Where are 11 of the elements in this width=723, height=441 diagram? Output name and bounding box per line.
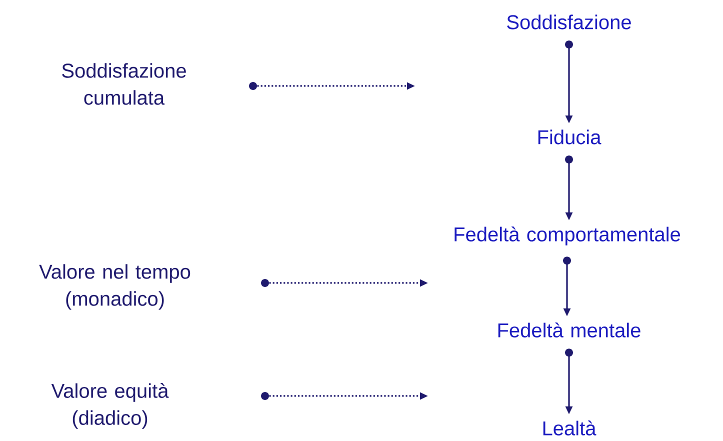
factor-label: Valore equità (diadico) [51, 383, 169, 429]
dot [261, 278, 269, 287]
dot [261, 392, 269, 400]
stage-label: Fiducia [538, 130, 602, 144]
stage-label: Soddisfazione [507, 14, 631, 30]
factor-label: Valore nel tempo (monadico) [39, 264, 190, 310]
dot [249, 82, 257, 90]
stage-label: Fedeltà comportamentale [454, 226, 680, 246]
stage-label: Fedeltà mentale [498, 322, 640, 338]
stage-label: Lealtà [543, 420, 596, 436]
factor-label: Soddisfazione cumulata [62, 63, 186, 105]
